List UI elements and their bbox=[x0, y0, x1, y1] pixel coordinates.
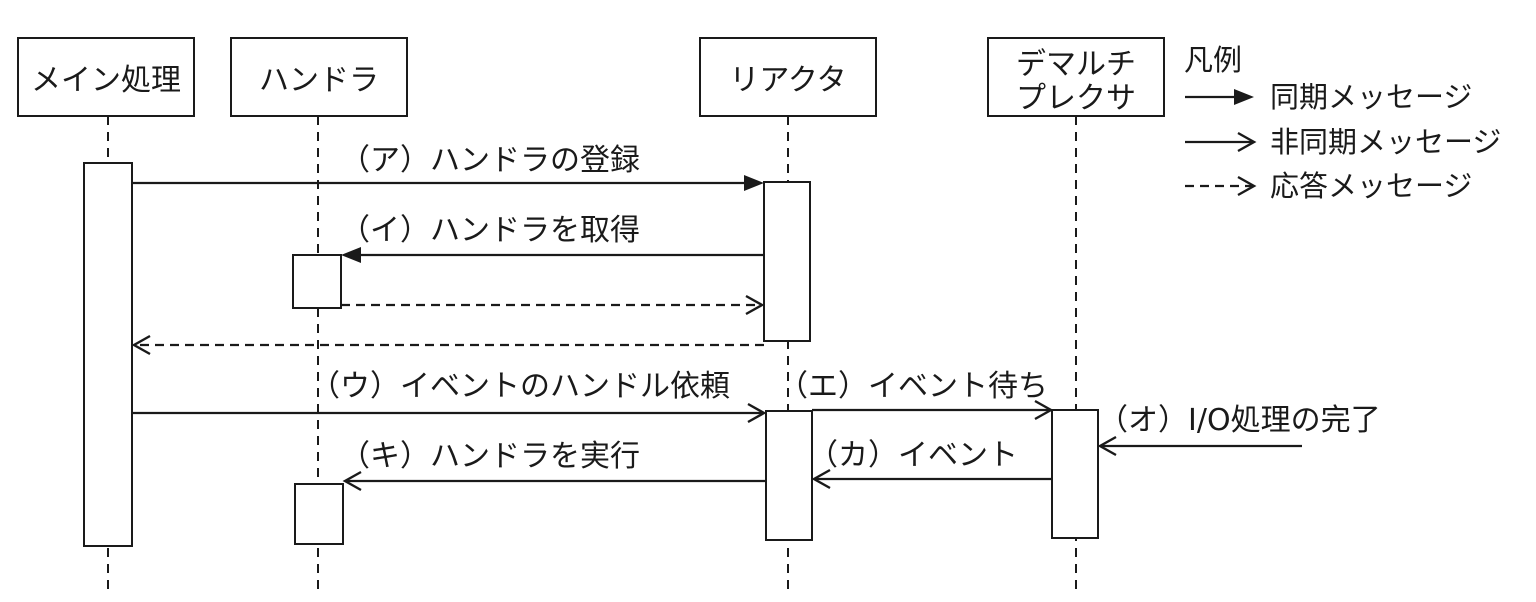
message-a-label: （ア）ハンドラの登録 bbox=[340, 143, 640, 178]
message-e: （エ）イベント待ち bbox=[778, 369, 1054, 421]
legend-item-async: 非同期メッセージ bbox=[1185, 125, 1501, 159]
legend-sync-arrowhead bbox=[1234, 89, 1254, 105]
message-i-label: （イ）ハンドラを取得 bbox=[340, 213, 640, 248]
message-u: （ウ）イベントのハンドル依頼 bbox=[132, 369, 767, 424]
participant-label-demux-line2: プレクサ bbox=[1016, 81, 1136, 116]
legend-item-sync: 同期メッセージ bbox=[1185, 80, 1472, 114]
participant-label-demux-line1: デマルチ bbox=[1016, 47, 1136, 82]
message-ka-label: （カ）イベント bbox=[808, 438, 1018, 473]
message-i: （イ）ハンドラを取得 bbox=[340, 213, 764, 263]
message-ka: （カ）イベント bbox=[808, 438, 1052, 490]
message-o-arrowhead bbox=[1097, 435, 1117, 457]
message-a-reply bbox=[131, 334, 764, 356]
legend-item-reply: 応答メッセージ bbox=[1185, 169, 1472, 203]
participant-label-reactor: リアクタ bbox=[729, 63, 846, 98]
message-e-arrowhead bbox=[1034, 399, 1054, 421]
participant-box-handler bbox=[230, 37, 408, 117]
message-ka-arrowhead bbox=[811, 468, 831, 490]
activation-main bbox=[83, 162, 133, 547]
message-ki-label: （キ）ハンドラを実行 bbox=[340, 439, 640, 474]
message-i-reply bbox=[341, 294, 765, 316]
message-o-label: （オ）I/O処理の完了 bbox=[1098, 403, 1381, 438]
participant-box-main bbox=[17, 37, 195, 117]
message-i-reply-arrowhead bbox=[745, 294, 765, 316]
participant-demux: デマルチ プレクサ bbox=[987, 37, 1165, 117]
message-a-arrowhead bbox=[744, 175, 764, 191]
legend-reply-arrowhead bbox=[1237, 175, 1257, 197]
participant-label-handler: ハンドラ bbox=[259, 63, 379, 98]
participant-main: メイン処理 bbox=[17, 37, 195, 117]
legend-sync-label: 同期メッセージ bbox=[1270, 80, 1472, 114]
participant-handler: ハンドラ bbox=[230, 37, 408, 117]
participant-reactor: リアクタ bbox=[699, 37, 877, 117]
message-u-label: （ウ）イベントのハンドル依頼 bbox=[310, 369, 730, 404]
legend-title: 凡例 bbox=[1184, 43, 1242, 77]
activation-reactor-1 bbox=[763, 181, 811, 342]
legend: 凡例 同期メッセージ 非同期メッセージ 応答メッセージ bbox=[1184, 43, 1501, 203]
participant-box-reactor bbox=[699, 37, 877, 117]
participant-box-demux bbox=[987, 37, 1165, 117]
legend-async-arrowhead bbox=[1237, 131, 1257, 153]
message-ki: （キ）ハンドラを実行 bbox=[340, 439, 766, 492]
message-ki-arrowhead bbox=[342, 470, 362, 492]
message-a: （ア）ハンドラの登録 bbox=[132, 143, 764, 191]
message-a-reply-arrowhead bbox=[131, 334, 151, 356]
legend-reply-label: 応答メッセージ bbox=[1270, 169, 1472, 203]
legend-async-label: 非同期メッセージ bbox=[1270, 125, 1501, 159]
activation-handler-2 bbox=[294, 483, 344, 545]
message-o: （オ）I/O処理の完了 bbox=[1097, 403, 1381, 457]
message-e-label: （エ）イベント待ち bbox=[778, 369, 1048, 404]
message-i-arrowhead bbox=[341, 247, 361, 263]
activation-handler-1 bbox=[292, 254, 342, 309]
activation-reactor-2 bbox=[765, 410, 813, 541]
participant-label-main: メイン処理 bbox=[31, 63, 181, 98]
activation-demux bbox=[1051, 409, 1099, 539]
message-u-arrowhead bbox=[747, 402, 767, 424]
